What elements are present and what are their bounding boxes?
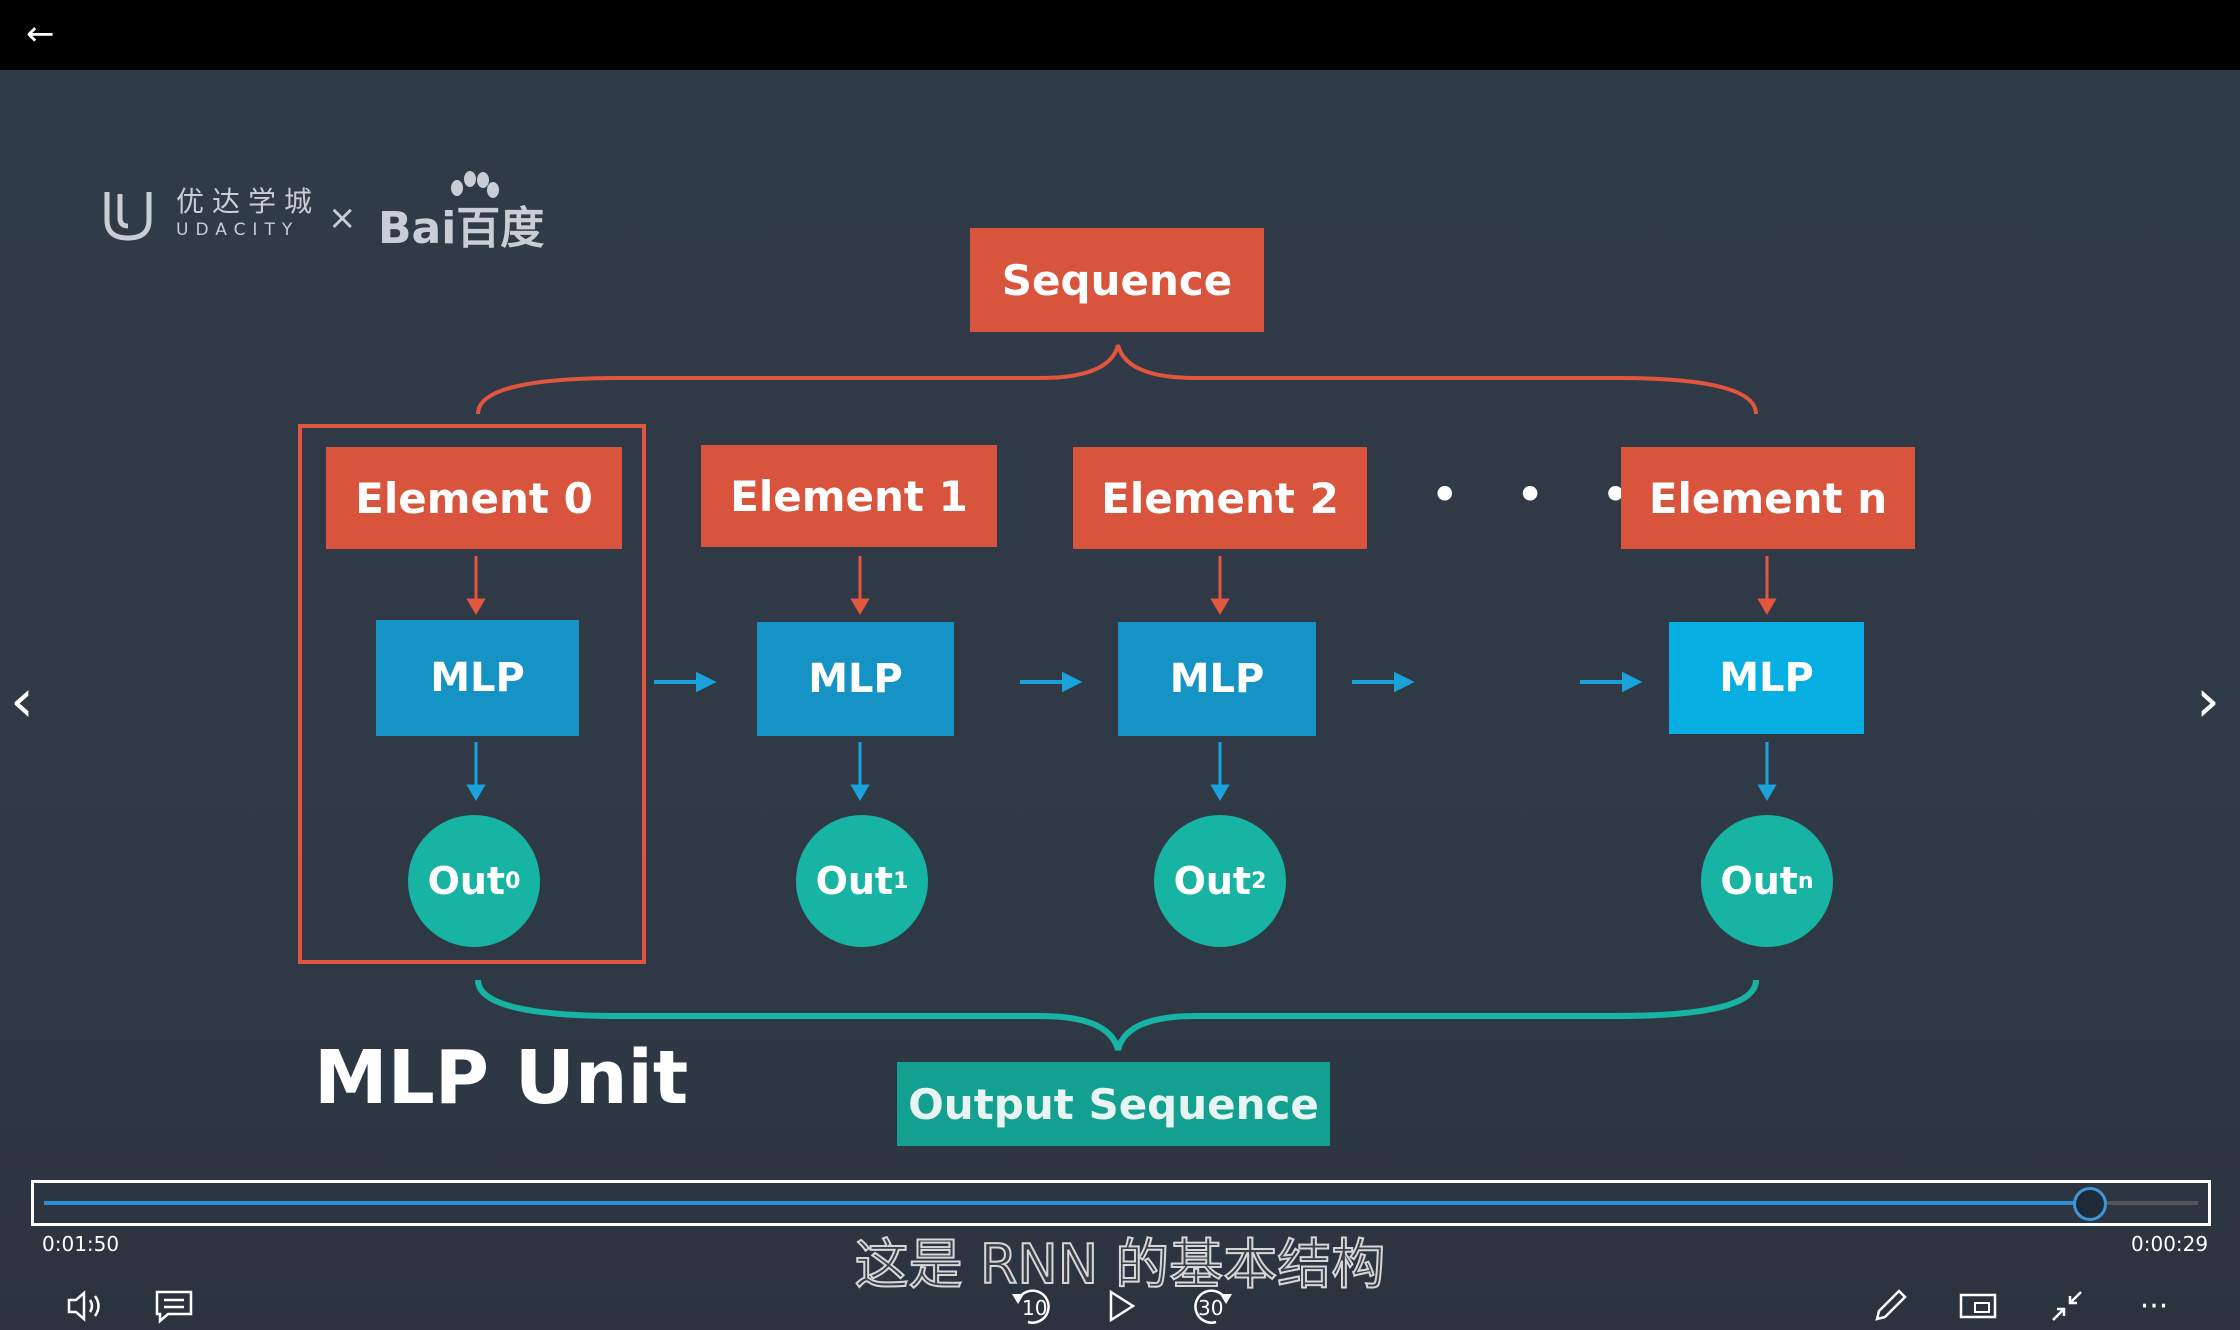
play-icon (1109, 1289, 1136, 1323)
previous-chevron-icon[interactable]: ‹ (10, 666, 34, 736)
subtitle-caption: 这是 RNN 的基本结构 (854, 1232, 1387, 1297)
seek-bar[interactable] (31, 1180, 2211, 1226)
pen-icon (1875, 1289, 1907, 1321)
out-1-label: Out (815, 859, 894, 903)
logo-zh-text: 优达学城 (176, 185, 321, 218)
sequence-brace (476, 344, 1758, 415)
forward-icon (1194, 1289, 1232, 1324)
out-n-label: Out (1720, 859, 1798, 903)
more-icon: ··· (2139, 1288, 2169, 1324)
exit-fullscreen-icon (2052, 1291, 2082, 1321)
output-brace (475, 979, 1759, 1051)
element-n-box: Element n (1621, 447, 1915, 549)
element-to-mlp-arrows (466, 556, 1777, 615)
out-2-subscript: 2 (1251, 868, 1267, 894)
more-button[interactable]: ··· (2132, 1284, 2176, 1328)
captions-button[interactable] (152, 1284, 196, 1328)
out-0-label: Out (427, 859, 506, 903)
exit-fullscreen-button[interactable] (2045, 1284, 2089, 1328)
mlp-box-1: MLP (757, 622, 954, 736)
baidu-text: Bai百度 (378, 203, 545, 254)
speaker-icon (67, 1290, 100, 1322)
mlp-to-out-arrows (466, 742, 1777, 801)
cast-button[interactable] (1956, 1284, 2000, 1328)
logo-en-text: UDACITY (176, 220, 300, 240)
baidu-paw-icon (451, 171, 499, 198)
rewind-icon (1012, 1289, 1050, 1324)
remaining-time: 0:00:29 (2131, 1232, 2209, 1256)
mlp-box-0: MLP (376, 620, 579, 736)
sequence-box: Sequence (970, 228, 1264, 332)
udacity-logo-icon (104, 192, 152, 241)
back-arrow-icon[interactable]: ← (26, 14, 55, 54)
mlp-chain-arrows (654, 671, 1643, 693)
output-sequence-box: Output Sequence (897, 1062, 1330, 1146)
out-n-subscript: n (1797, 868, 1814, 894)
element-0-box: Element 0 (326, 447, 622, 549)
ellipsis: • • • (1430, 466, 1651, 524)
mlp-box-n: MLP (1669, 622, 1864, 734)
rewind-seconds: 10 (1022, 1296, 1048, 1320)
forward-30-button[interactable]: 30 (1186, 1284, 1236, 1328)
mlp-box-2: MLP (1118, 622, 1316, 736)
play-button[interactable] (1100, 1284, 1144, 1328)
captions-icon (155, 1290, 193, 1324)
volume-button[interactable] (64, 1284, 108, 1328)
mlp-unit-label: MLP Unit (314, 1035, 689, 1121)
elapsed-time: 0:01:50 (42, 1232, 120, 1256)
mlp-unit-frame (298, 424, 646, 964)
next-chevron-icon[interactable]: › (2196, 666, 2220, 736)
out-1-subscript: 1 (893, 868, 909, 894)
out-2-label: Out (1173, 859, 1252, 903)
element-1-box: Element 1 (701, 445, 997, 547)
logo-separator: × (328, 198, 357, 238)
cast-icon (1959, 1293, 1997, 1319)
element-2-box: Element 2 (1073, 447, 1367, 549)
seek-track[interactable] (44, 1187, 2198, 1221)
title-bar: ← (0, 0, 2240, 70)
out-0-subscript: 0 (505, 868, 521, 894)
rewind-10-button[interactable]: 10 (1008, 1284, 1058, 1328)
seek-fill (44, 1201, 2091, 1205)
forward-seconds: 30 (1198, 1296, 1224, 1320)
seek-thumb[interactable] (2073, 1187, 2108, 1221)
draw-button[interactable] (1868, 1284, 1912, 1328)
